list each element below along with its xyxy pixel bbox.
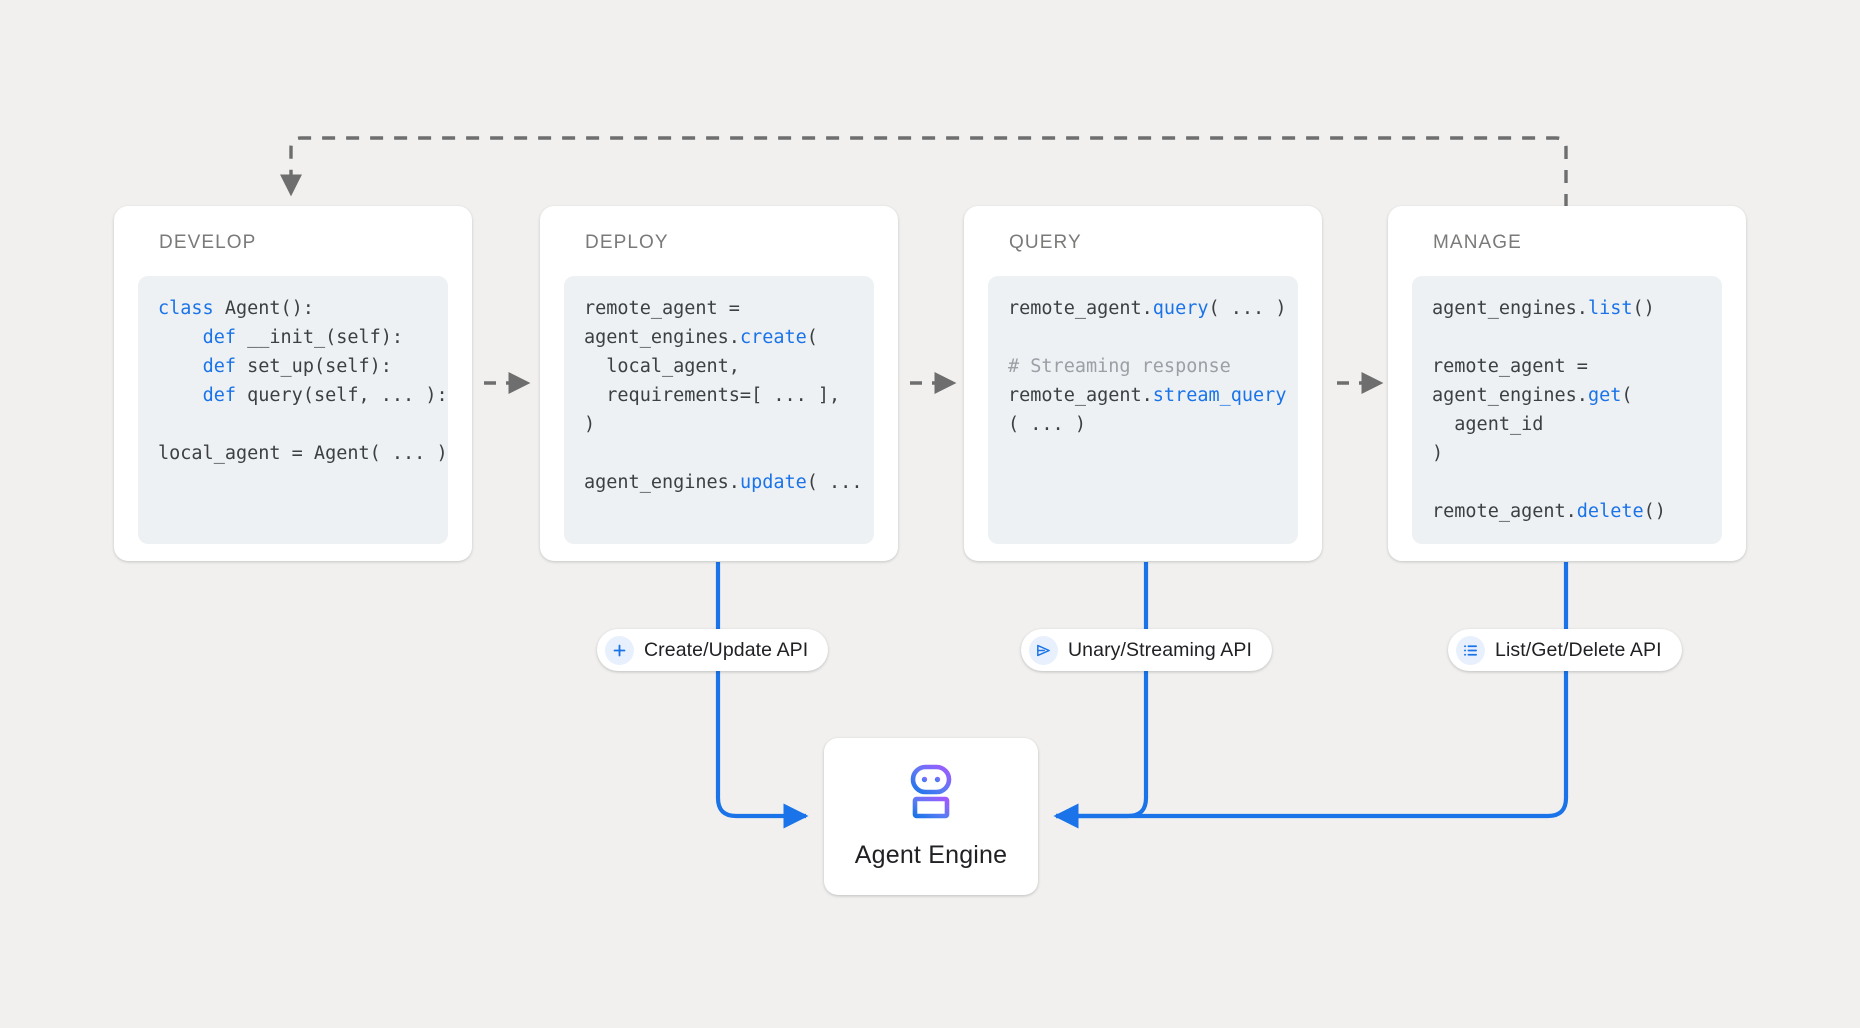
api-pill-label-list-get-delete: List/Get/Delete API <box>1495 638 1662 661</box>
agent-engine-node[interactable]: Agent Engine <box>824 738 1038 895</box>
api-pill-unary-streaming[interactable]: Unary/Streaming API <box>1021 629 1272 671</box>
api-pill-label-create-update: Create/Update API <box>644 638 809 661</box>
send-triangle-icon <box>1029 635 1058 665</box>
stage-title-deploy: DEPLOY <box>585 232 669 253</box>
stage-card-query[interactable]: QUERY remote_agent.query( ... ) # Stream… <box>964 206 1322 561</box>
feedback-dashed-connector <box>279 136 1568 207</box>
code-block-manage: agent_engines.list() remote_agent = agen… <box>1412 276 1722 544</box>
stage-card-develop[interactable]: DEVELOP class Agent(): def __init_(self)… <box>114 206 472 561</box>
code-block-develop: class Agent(): def __init_(self): def se… <box>138 276 448 544</box>
flow-deploy-to-agent-engine <box>715 562 809 829</box>
stage-title-develop: DEVELOP <box>159 232 257 253</box>
flow-query-to-agent-engine <box>1053 562 1149 829</box>
list-icon <box>1456 635 1485 665</box>
plus-icon <box>605 635 634 665</box>
api-pill-create-update[interactable]: Create/Update API <box>597 629 829 671</box>
stage-title-query: QUERY <box>1009 232 1082 253</box>
code-block-deploy: remote_agent = agent_engines.create( loc… <box>564 276 874 544</box>
api-pill-list-get-delete[interactable]: List/Get/Delete API <box>1448 629 1682 671</box>
robot-icon <box>900 763 962 828</box>
agent-engine-label: Agent Engine <box>854 841 1008 869</box>
stage-card-manage[interactable]: MANAGE agent_engines.list() remote_agent… <box>1388 206 1746 561</box>
code-block-query: remote_agent.query( ... ) # Streaming re… <box>988 276 1298 544</box>
stage-title-manage: MANAGE <box>1433 232 1522 253</box>
flow-manage-to-agent-engine <box>1056 562 1569 819</box>
api-pill-label-unary-streaming: Unary/Streaming API <box>1068 638 1252 661</box>
stage-card-deploy[interactable]: DEPLOY remote_agent = agent_engines.crea… <box>540 206 898 561</box>
